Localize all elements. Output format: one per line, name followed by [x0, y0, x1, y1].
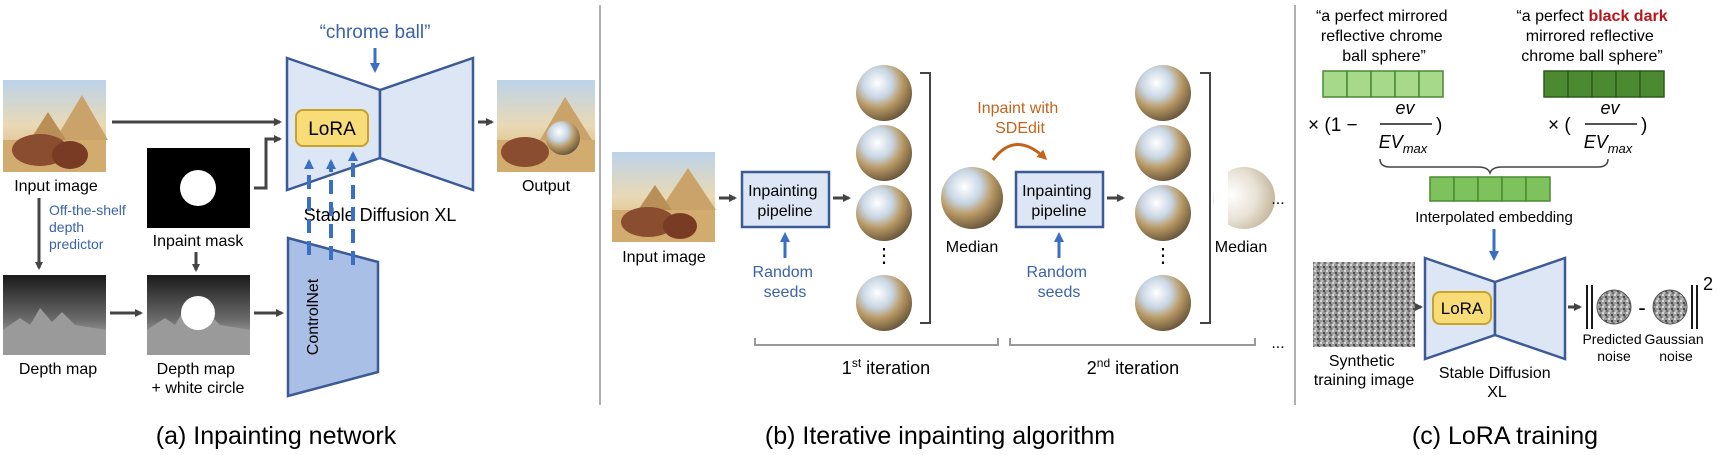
lora-box-a	[295, 109, 369, 147]
prompt-chrome-ball: “chrome ball”	[320, 22, 431, 43]
iteration-2-label: 2nd iteration	[1087, 356, 1179, 378]
panel-c: “a perfect mirrored reflective chrome ba…	[1308, 8, 1713, 450]
combine-brace	[1379, 158, 1609, 176]
ellipsis-top: ...	[1271, 191, 1284, 208]
ball-sample-2d	[1135, 275, 1191, 331]
sdxl-decoder-c	[1493, 256, 1567, 361]
norm-exponent: 2	[1703, 274, 1713, 294]
median-label-2: Median	[1215, 239, 1267, 256]
ball-sample-2a	[1135, 65, 1191, 121]
formula-left-evmax: EVmax	[1379, 132, 1428, 156]
formula-right-evmax: EVmax	[1584, 132, 1633, 156]
inpaint-mask-image	[147, 148, 250, 228]
iteration-1-bracket	[754, 338, 999, 346]
caption-a: (a) Inpainting network	[156, 422, 397, 450]
prompt-right-line-1: “a perfect black dark	[1516, 8, 1667, 25]
input-image-label-a: Input image	[14, 178, 98, 195]
depth-map-label: Depth map	[19, 361, 97, 378]
lora-box-c	[1432, 291, 1492, 325]
vdots-2: ⋮	[1153, 245, 1173, 267]
caption-b: (b) Iterative inpainting algorithm	[765, 422, 1115, 450]
output-image	[497, 80, 595, 172]
bracket-1	[920, 72, 931, 324]
median-ball-2	[1213, 167, 1275, 229]
sdxl-label-a: Stable Diffusion XL	[304, 205, 457, 225]
formula-right-close: )	[1641, 115, 1647, 136]
pipeline-box-2	[1014, 170, 1105, 229]
pipeline-label-2: Inpainting pipeline	[1022, 183, 1096, 220]
bracket-2	[1200, 72, 1211, 324]
synthetic-training-image	[1313, 262, 1415, 347]
input-image-a	[3, 80, 108, 172]
formula-left-prefix: × (1 −	[1308, 115, 1358, 136]
caption-c: (c) LoRA training	[1412, 422, 1598, 450]
panel-a: Input image Off-the-shelf depth predicto…	[3, 22, 595, 450]
gaussian-noise-label: Gaussian noise	[1644, 331, 1707, 364]
vdots-1: ⋮	[874, 245, 894, 267]
pipeline-label-1: Inpainting pipeline	[748, 183, 822, 220]
ball-sample-1a	[856, 65, 912, 121]
embedding-interpolated	[1429, 176, 1551, 202]
gaussian-noise-ball	[1652, 289, 1688, 325]
median-label-1: Median	[946, 239, 998, 256]
embedding-light	[1322, 70, 1444, 98]
input-image-label-b: Input image	[622, 249, 706, 266]
ball-sample-2c	[1135, 185, 1191, 241]
arrow-mask-to-sdxl	[254, 135, 282, 190]
median-ball-2-crop	[1214, 160, 1228, 240]
interpolated-label: Interpolated embedding	[1415, 209, 1573, 226]
prompt-left: “a perfect mirrored reflective chrome ba…	[1316, 8, 1452, 65]
depth-circle-image	[147, 275, 250, 355]
formula-right-prefix: × (	[1548, 115, 1571, 136]
predicted-noise-label: Predicted noise	[1582, 331, 1645, 364]
pipeline-box-1	[740, 170, 831, 229]
inpaint-mask-label: Inpaint mask	[153, 233, 245, 250]
lora-label-a: LoRA	[308, 119, 356, 140]
formula-left-ev: ev	[1395, 98, 1415, 118]
depth-circle-label: Depth map + white circle	[152, 361, 245, 397]
lora-label-c: LoRA	[1441, 299, 1484, 318]
sdxl-decoder	[378, 56, 475, 192]
controlnet-block	[286, 236, 380, 398]
formula-left-close: )	[1436, 115, 1442, 136]
median-ball-1	[941, 167, 1003, 229]
ball-sample-2b	[1135, 125, 1191, 181]
random-seeds-label-2: Random seeds	[1027, 264, 1092, 301]
iteration-1-label: 1st iteration	[842, 356, 930, 378]
predicted-noise-ball	[1596, 289, 1632, 325]
input-image-b	[612, 152, 716, 242]
chrome-ball	[546, 121, 580, 155]
embedding-dark	[1543, 70, 1665, 98]
sdedit-arrow	[991, 143, 1048, 161]
sdxl-label-c: Stable Diffusion XL	[1439, 365, 1555, 401]
minus-sign: -	[1638, 295, 1645, 320]
controlnet-label: ControlNet	[305, 278, 322, 355]
formula-right-ev: ev	[1600, 98, 1620, 118]
depth-map-image	[3, 275, 106, 355]
random-seeds-label-1: Random seeds	[753, 264, 818, 301]
ball-sample-1d	[856, 275, 912, 331]
panel-b: Input image Inpainting pipeline Random s…	[612, 65, 1285, 450]
output-label: Output	[522, 178, 571, 195]
iteration-2-bracket	[1009, 338, 1256, 346]
depth-predictor-label: Off-the-shelf depth predictor	[49, 202, 130, 252]
prompt-right-rest: mirrored reflective chrome ball sphere”	[1521, 28, 1662, 65]
sdedit-label: Inpaint with SDEdit	[977, 100, 1062, 137]
ellipsis-bottom: ...	[1271, 335, 1284, 352]
ball-sample-1c	[856, 185, 912, 241]
ball-sample-1b	[856, 125, 912, 181]
synthetic-label: Synthetic training image	[1314, 353, 1415, 389]
